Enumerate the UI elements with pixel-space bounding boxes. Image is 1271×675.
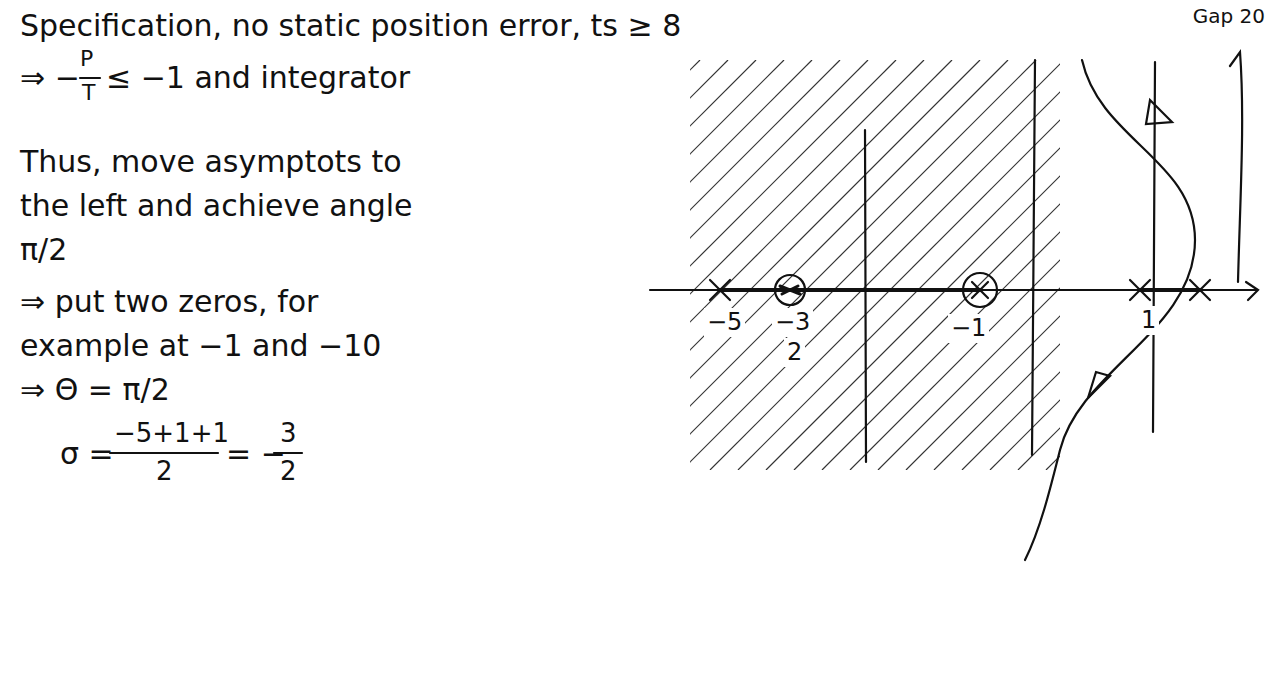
hatch-line xyxy=(1018,60,1060,470)
hatch-line xyxy=(878,60,1060,470)
fraction-denominator: 2 xyxy=(280,456,297,487)
pole-marker xyxy=(710,280,730,300)
centroid-label: σ = xyxy=(60,436,114,472)
pole-marker xyxy=(1190,280,1210,300)
hatch-line xyxy=(906,60,1060,470)
fraction-bar xyxy=(110,452,218,454)
pole-marker xyxy=(1130,280,1150,300)
hatch-line xyxy=(690,60,896,470)
hatched-region xyxy=(690,60,1060,470)
real-axis xyxy=(650,289,1256,291)
hatch-line xyxy=(962,60,1060,470)
locus-segment xyxy=(720,288,980,292)
specification-note: Specification, no static position error,… xyxy=(20,8,681,44)
fraction-numerator: −5+1+1 xyxy=(114,418,229,449)
locus-segment xyxy=(1140,288,1200,292)
hatch-line xyxy=(990,60,1060,470)
hatch-line xyxy=(690,60,924,470)
axis-value: 1 xyxy=(1138,306,1159,335)
hatch-line xyxy=(690,60,1036,470)
vertical-line xyxy=(865,130,866,462)
fraction-denominator: 2 xyxy=(156,456,173,487)
design-note: ⇒ put two zeros, for example at −1 and −… xyxy=(20,280,420,368)
vertical-line xyxy=(1032,60,1035,455)
hatch-line xyxy=(690,60,980,470)
fraction-denominator: T xyxy=(82,80,95,106)
hatch-line xyxy=(690,60,1008,470)
hatch-line xyxy=(1046,60,1060,470)
fraction-bar xyxy=(80,77,100,79)
hatch-line xyxy=(766,60,1060,470)
page-tag: Gap 20 xyxy=(1193,4,1265,28)
hatch-line xyxy=(690,60,840,470)
locus-branch xyxy=(1025,60,1195,560)
axis-value: −5 xyxy=(704,308,745,337)
hatch-line xyxy=(850,60,1060,470)
vertical-line xyxy=(1153,62,1155,432)
hatch-line xyxy=(690,60,812,470)
direction-arrow xyxy=(1088,372,1110,398)
hatch-line xyxy=(690,60,1060,470)
pole-marker xyxy=(972,282,988,298)
hatch-line xyxy=(690,60,784,470)
axis-value: −3 xyxy=(772,308,813,337)
fraction-numerator: 3 xyxy=(280,418,297,449)
hatch-line xyxy=(794,60,1060,470)
zero-marker xyxy=(775,275,805,305)
zero-marker xyxy=(963,273,997,307)
hatch-line xyxy=(690,60,952,470)
angle-result: ⇒ Θ = π/2 xyxy=(20,372,170,408)
fraction-numerator: P xyxy=(80,46,93,72)
hatch-line xyxy=(738,60,1060,470)
axis-arrow xyxy=(1246,282,1258,300)
axis-value: 2 xyxy=(784,338,805,367)
hatch-line xyxy=(934,60,1060,470)
locus-branch xyxy=(1230,52,1242,282)
hatch-line xyxy=(690,60,1060,470)
hatch-line xyxy=(710,60,1060,470)
equals-sign: = − xyxy=(226,436,286,472)
implication-text: ⇒ − xyxy=(20,60,80,96)
condition-text: ≤ −1 and integrator xyxy=(106,60,410,96)
hatch-line xyxy=(690,60,868,470)
zero-smudge xyxy=(780,286,800,294)
direction-arrow xyxy=(1146,100,1172,124)
reasoning-note: Thus, move asymptots to the left and ach… xyxy=(20,140,420,272)
axis-value: −1 xyxy=(948,314,989,343)
